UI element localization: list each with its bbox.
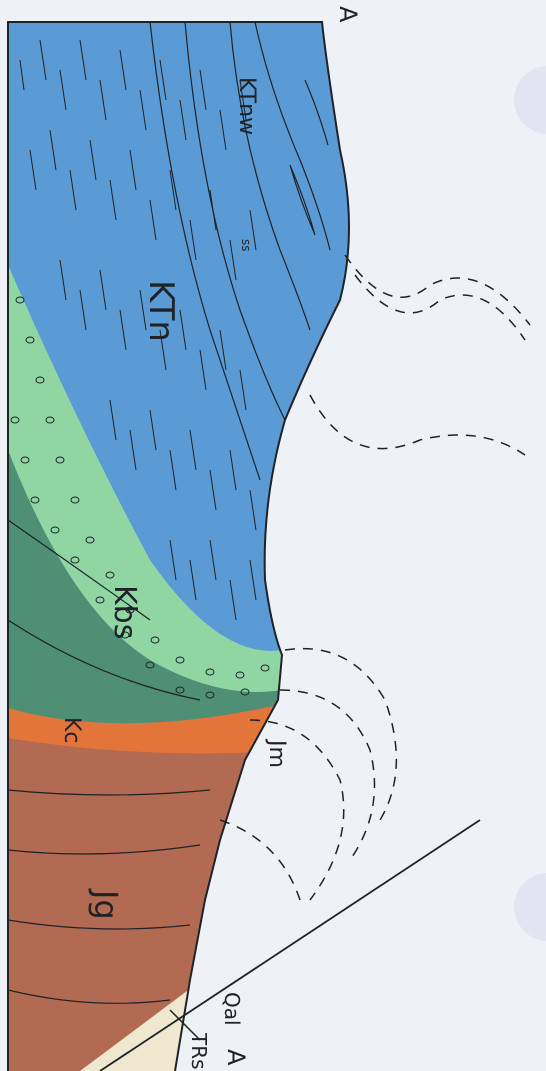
label-trs: TRs? [187,1032,211,1071]
label-jg: Jg [87,888,125,920]
label-ktn: KTn [141,280,181,342]
section-end-bottom: A [222,1049,250,1066]
label-qal: Qal [220,992,244,1026]
section-end-top: A [334,6,362,23]
label-ss: ss [239,239,253,252]
label-jm: Jm [264,738,289,768]
punch-hole-bottom [514,873,546,941]
label-kbs: Kbs [107,585,142,639]
label-ktnw: KTnw [234,77,259,135]
label-kc: Kc [59,717,84,744]
punch-hole-top [514,66,546,134]
